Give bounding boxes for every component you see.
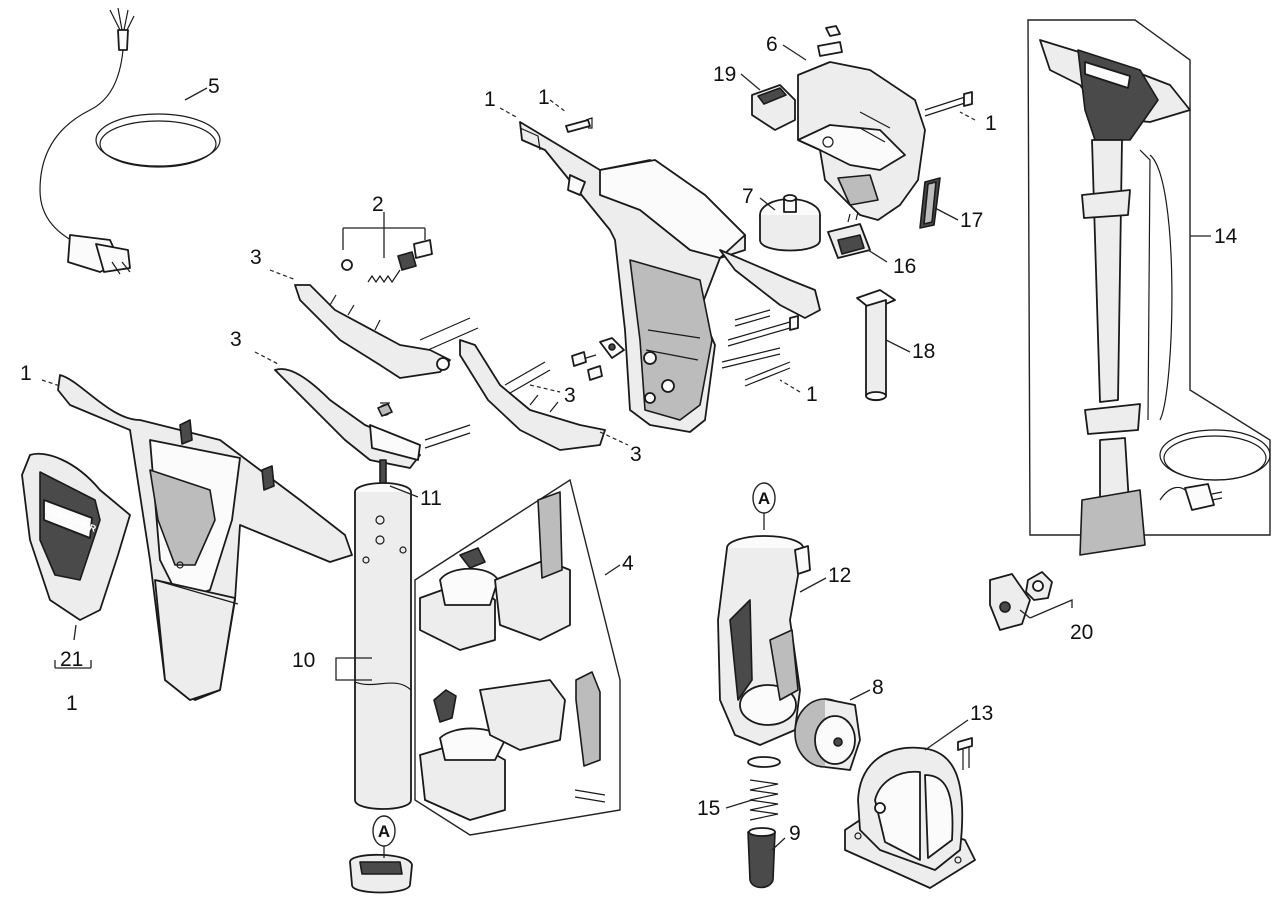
part-7-capacitor	[759, 194, 821, 252]
part-screws-center	[377, 337, 625, 417]
connector-mark-a-top: A	[752, 482, 776, 514]
callout-21: 21	[60, 648, 83, 671]
callout-3-left: 3	[230, 328, 242, 351]
part-1-main-housing	[519, 121, 821, 433]
callout-19: 19	[713, 63, 736, 86]
callout-6: 6	[766, 33, 778, 56]
part-13-base-stand	[844, 737, 976, 889]
part-19-switch	[751, 84, 796, 131]
part-6-switch-housing	[797, 25, 926, 221]
part-15-spring	[747, 756, 781, 821]
part-3-trigger-right	[459, 339, 606, 451]
callout-2: 2	[372, 193, 384, 216]
callout-1-housing-pin: 1	[538, 86, 550, 109]
callout-labels: 5 1 21 1 2 3 3 3 3 1 1 6 19 7 16 17 18 1…	[20, 33, 1238, 845]
callout-1-housing-left: 1	[484, 88, 496, 111]
leader-lines	[41, 44, 1211, 858]
part-1-handle-shell	[57, 374, 353, 701]
part-16-connector	[827, 211, 871, 259]
callout-3-right: 3	[630, 443, 642, 466]
callout-16: 16	[893, 255, 916, 278]
callout-15: 15	[697, 797, 720, 820]
callout-14: 14	[1214, 225, 1238, 248]
callout-1-right: 1	[985, 112, 997, 135]
part-9-nozzle	[747, 827, 776, 889]
connector-a-bottom-label: A	[378, 822, 390, 841]
connector-mark-a-bottom: A	[372, 815, 396, 847]
connector-a-top-label: A	[758, 489, 770, 508]
callout-1-left: 1	[20, 362, 32, 385]
part-20-bracket-nut	[989, 571, 1053, 631]
part-17-switch-cap	[919, 177, 941, 229]
part-1-pin-right	[924, 91, 973, 117]
callout-4: 4	[622, 552, 634, 575]
part-5-power-cord	[39, 7, 221, 275]
part-12-handle-base	[717, 535, 811, 746]
part-18-tube	[856, 289, 896, 402]
callout-5: 5	[208, 75, 220, 98]
callout-9: 9	[789, 822, 801, 845]
callout-7: 7	[742, 185, 754, 208]
part-1-pins-center	[565, 117, 799, 387]
part-3-trigger-upper	[294, 284, 479, 379]
part-tube-end-cap	[349, 853, 413, 894]
part-2-spring-assembly	[341, 239, 433, 284]
part-3-trigger-lower	[274, 368, 471, 469]
callout-8: 8	[872, 676, 884, 699]
callout-17: 17	[960, 209, 983, 232]
callout-3-mid: 3	[564, 384, 576, 407]
callout-3-top: 3	[250, 246, 262, 269]
callout-10: 10	[292, 649, 315, 672]
part-21-brand-cover: KÄRCHER	[21, 452, 131, 621]
part-14-assembled-unit	[1027, 19, 1271, 556]
part-10-tube	[354, 482, 412, 810]
part-4-clamp-kit	[414, 478, 621, 836]
callout-12: 12	[828, 564, 851, 587]
part-8-gear-wheel	[794, 698, 861, 771]
callout-18: 18	[912, 340, 935, 363]
callout-20: 20	[1070, 621, 1093, 644]
callout-13: 13	[970, 702, 993, 725]
callout-1-bottom: 1	[66, 692, 78, 715]
callout-11: 11	[420, 487, 442, 510]
callout-1-pins: 1	[806, 383, 818, 406]
